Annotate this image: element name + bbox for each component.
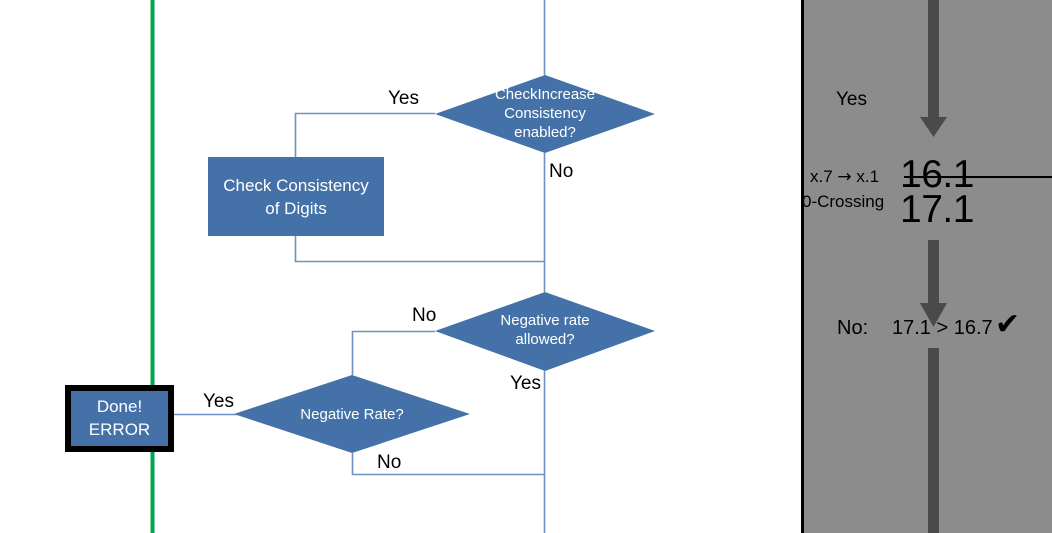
process-label-check-consistency-of-digits: Check Consistency of Digits <box>223 176 369 218</box>
decision-negative-rate-allowed <box>435 292 655 371</box>
edge-label-no-check-increase: No <box>549 161 574 182</box>
edge-label-no-negative-rate: No <box>377 452 402 473</box>
side-panel-annotation-row2: 0-Crossing <box>802 192 885 211</box>
terminator-label-done-error: Done! ERROR <box>88 397 151 439</box>
decision-check-increase-consistency <box>435 75 655 153</box>
connector-yes-to-check-consistency <box>294 112 435 157</box>
connector-check-consistency-to-spine <box>294 236 545 263</box>
side-panel-arrow-top <box>920 0 947 137</box>
strikethrough-line <box>904 175 1052 178</box>
process-check-consistency-of-digits <box>208 157 384 236</box>
arrow-shaft <box>928 0 939 117</box>
side-panel-result-comparison: 17.1 > 16.7 <box>892 317 993 339</box>
side-panel-result-prefix: No: <box>837 317 869 339</box>
decision-negative-rate <box>234 375 470 453</box>
arrow-shaft <box>928 240 939 308</box>
edge-label-yes-done-error: Yes <box>203 391 234 412</box>
terminator-done-error <box>65 385 174 452</box>
arrow-head <box>920 303 947 327</box>
side-panel-value-current: 17.1 <box>900 188 974 231</box>
struck-value-text: 16.1 <box>900 153 974 196</box>
edge-label-yes-check-increase: Yes <box>388 88 419 109</box>
side-panel-tail-shaft <box>928 348 939 533</box>
arrow-head <box>920 117 947 137</box>
side-panel-arrow-bottom <box>920 240 947 327</box>
connector-no-negative-allowed <box>351 330 435 375</box>
side-panel-yes-label: Yes <box>836 89 867 110</box>
connector-no-negative-rate <box>351 453 545 476</box>
connector-lines <box>174 0 546 533</box>
side-panel-annotation-row1: x.7 → x.1 <box>810 167 879 187</box>
annotation-from-value: x.7 <box>810 167 833 186</box>
annotation-to-value: x.1 <box>856 167 880 186</box>
side-panel-background <box>801 0 1052 533</box>
side-panel-value-struck: 16.1 <box>900 153 1052 197</box>
edge-label-no-negative-rate-allowed: No <box>412 305 437 326</box>
check-icon: ✔ <box>995 307 1021 342</box>
edge-label-yes-negative-rate-allowed: Yes <box>510 373 541 394</box>
right-arrow-icon: → <box>837 167 852 187</box>
